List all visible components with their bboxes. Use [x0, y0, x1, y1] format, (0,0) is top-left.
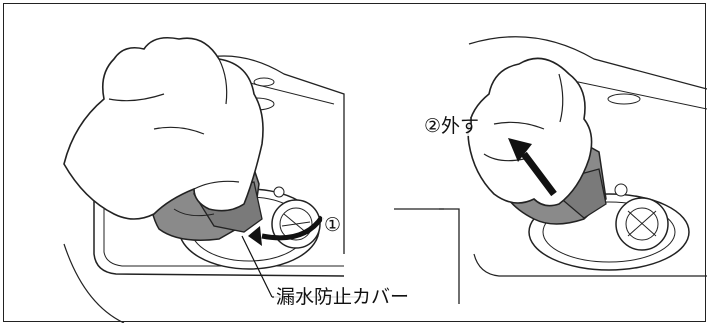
left-illustration [4, 4, 364, 323]
right-illustration [384, 4, 707, 321]
step1-label: ① [322, 214, 344, 236]
leak-cover-label: 漏水防止カバー [274, 286, 412, 308]
step2-label: ②外す [422, 115, 482, 137]
figure-frame: ① 漏水防止カバー ②外す [3, 3, 707, 323]
left-illustration-drawing [63, 36, 364, 323]
right-illustration-drawing [394, 36, 707, 304]
